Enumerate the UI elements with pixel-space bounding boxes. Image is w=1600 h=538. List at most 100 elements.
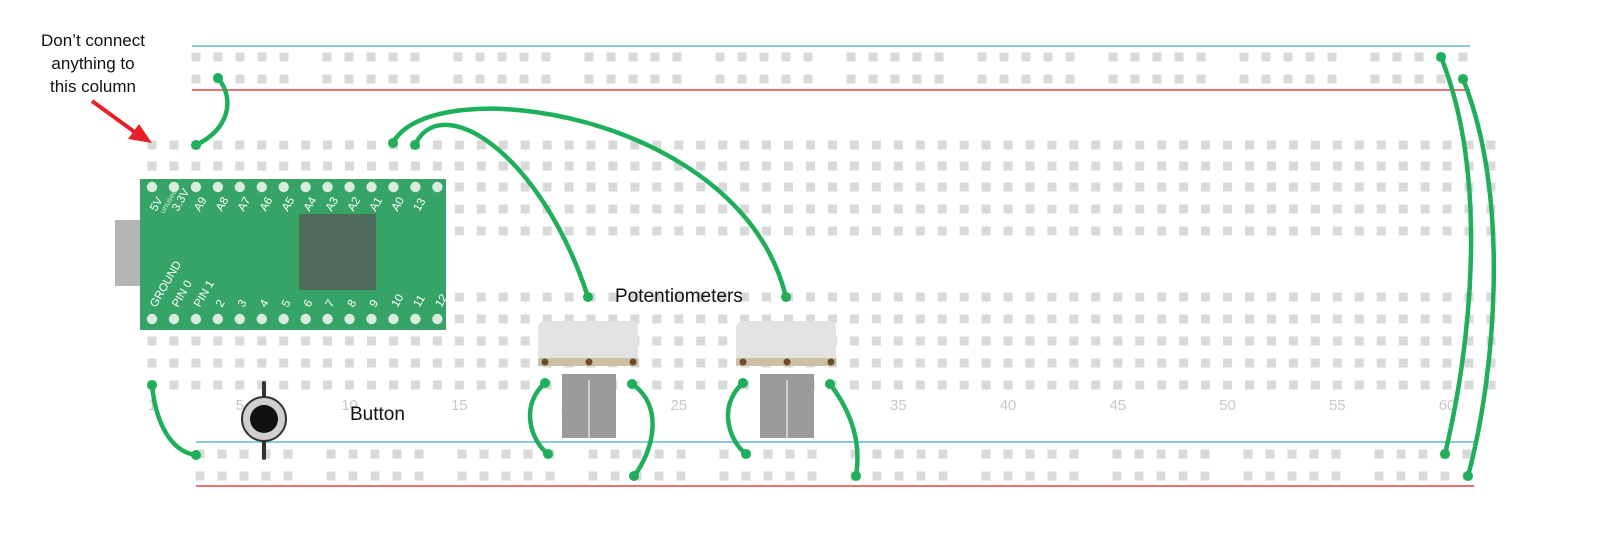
rail-hole <box>999 52 1009 62</box>
breadboard-hole <box>1179 226 1189 236</box>
breadboard-hole <box>1420 292 1430 302</box>
breadboard-hole <box>630 182 640 192</box>
breadboard-hole <box>1047 140 1057 150</box>
breadboard-hole <box>959 358 969 368</box>
breadboard-hole <box>432 336 442 346</box>
breadboard-hole <box>476 314 486 324</box>
breadboard-hole <box>1332 182 1342 192</box>
breadboard-hole <box>213 140 223 150</box>
breadboard-hole <box>1223 226 1233 236</box>
breadboard-hole <box>1442 314 1452 324</box>
breadboard-hole <box>1201 226 1211 236</box>
rail-hole <box>1396 449 1406 459</box>
breadboard-hole <box>674 292 684 302</box>
breadboard-hole <box>345 380 355 390</box>
breadboard-hole <box>1113 161 1123 171</box>
breadboard-hole <box>1354 336 1364 346</box>
rail-hole <box>737 52 747 62</box>
breadboard-hole <box>1332 161 1342 171</box>
breadboard-hole <box>257 380 267 390</box>
breadboard-hole <box>1223 336 1233 346</box>
breadboard-hole <box>1245 182 1254 192</box>
breadboard-hole <box>454 161 464 171</box>
rail-hole <box>257 52 267 62</box>
board-pin-bottom <box>190 313 202 325</box>
breadboard-hole <box>1157 161 1167 171</box>
button-label: Button <box>350 404 405 425</box>
board-bottom-pin-label: 5 <box>280 298 294 310</box>
rail-hole <box>239 471 249 481</box>
breadboard-hole <box>915 204 925 214</box>
breadboard-hole <box>345 161 355 171</box>
rail-hole <box>1458 52 1468 62</box>
breadboard-hole <box>454 336 464 346</box>
breadboard-hole <box>1025 182 1035 192</box>
breadboard-hole <box>762 140 772 150</box>
breadboard-hole <box>1245 336 1254 346</box>
breadboard-hole <box>784 161 794 171</box>
breadboard-hole <box>718 182 728 192</box>
breadboard-hole <box>1003 292 1013 302</box>
breadboard-hole <box>718 292 728 302</box>
breadboard-hole <box>1420 336 1430 346</box>
breadboard-hole <box>630 226 640 236</box>
rail-hole <box>938 471 948 481</box>
breadboard-hole <box>1310 314 1320 324</box>
breadboard-hole <box>1332 204 1342 214</box>
breadboard-hole <box>410 161 420 171</box>
breadboard-hole <box>476 380 486 390</box>
rail-hole <box>1396 471 1406 481</box>
board-pin-top <box>344 181 355 193</box>
breadboard-hole <box>1091 314 1101 324</box>
breadboard-hole <box>849 182 859 192</box>
breadboard-hole <box>915 182 925 192</box>
breadboard-hole <box>147 161 157 171</box>
rail-hole <box>584 52 594 62</box>
rail-hole <box>1287 449 1297 459</box>
rail-hole <box>1265 449 1275 459</box>
rail-hole <box>1392 74 1402 84</box>
rail-hole <box>1174 74 1184 84</box>
breadboard-hole <box>1420 380 1430 390</box>
breadboard-hole <box>674 314 684 324</box>
breadboard-hole <box>476 161 486 171</box>
rail-hole <box>676 471 686 481</box>
breadboard-hole <box>762 161 772 171</box>
breadboard-hole <box>740 140 750 150</box>
breadboard-hole <box>586 226 596 236</box>
rail-hole <box>785 471 795 481</box>
wire-pot2-left <box>725 380 749 457</box>
breadboard-hole <box>1003 226 1013 236</box>
breadboard-hole <box>1179 336 1189 346</box>
breadboard-hole <box>410 358 420 368</box>
breadboard-hole <box>564 140 574 150</box>
column-number: 45 <box>1109 397 1126 414</box>
breadboard-hole <box>1025 380 1035 390</box>
breadboard-hole <box>1420 204 1430 214</box>
rail-hole <box>632 449 642 459</box>
board-pin-top <box>366 181 377 193</box>
column-number: 35 <box>890 397 907 414</box>
breadboard-hole <box>1442 204 1452 214</box>
rail-hole <box>475 74 485 84</box>
breadboard-hole <box>1201 358 1211 368</box>
rail-hole <box>588 471 598 481</box>
breadboard-hole <box>476 204 486 214</box>
column-number: 40 <box>1000 397 1017 414</box>
breadboard-hole <box>586 140 596 150</box>
breadboard-hole <box>893 161 903 171</box>
breadboard-hole <box>1354 182 1364 192</box>
breadboard-hole <box>1420 314 1430 324</box>
rail-hole <box>195 471 205 481</box>
breadboard-hole <box>498 182 508 192</box>
breadboard-hole <box>849 380 859 390</box>
breadboard-hole <box>718 161 728 171</box>
rail-hole <box>719 449 729 459</box>
rail-hole <box>1309 449 1319 459</box>
breadboard-hole <box>432 140 442 150</box>
breadboard-hole <box>959 204 969 214</box>
breadboard-hole <box>915 140 925 150</box>
rail-hole <box>344 74 354 84</box>
rail-hole <box>523 449 533 459</box>
breadboard-hole <box>893 336 903 346</box>
